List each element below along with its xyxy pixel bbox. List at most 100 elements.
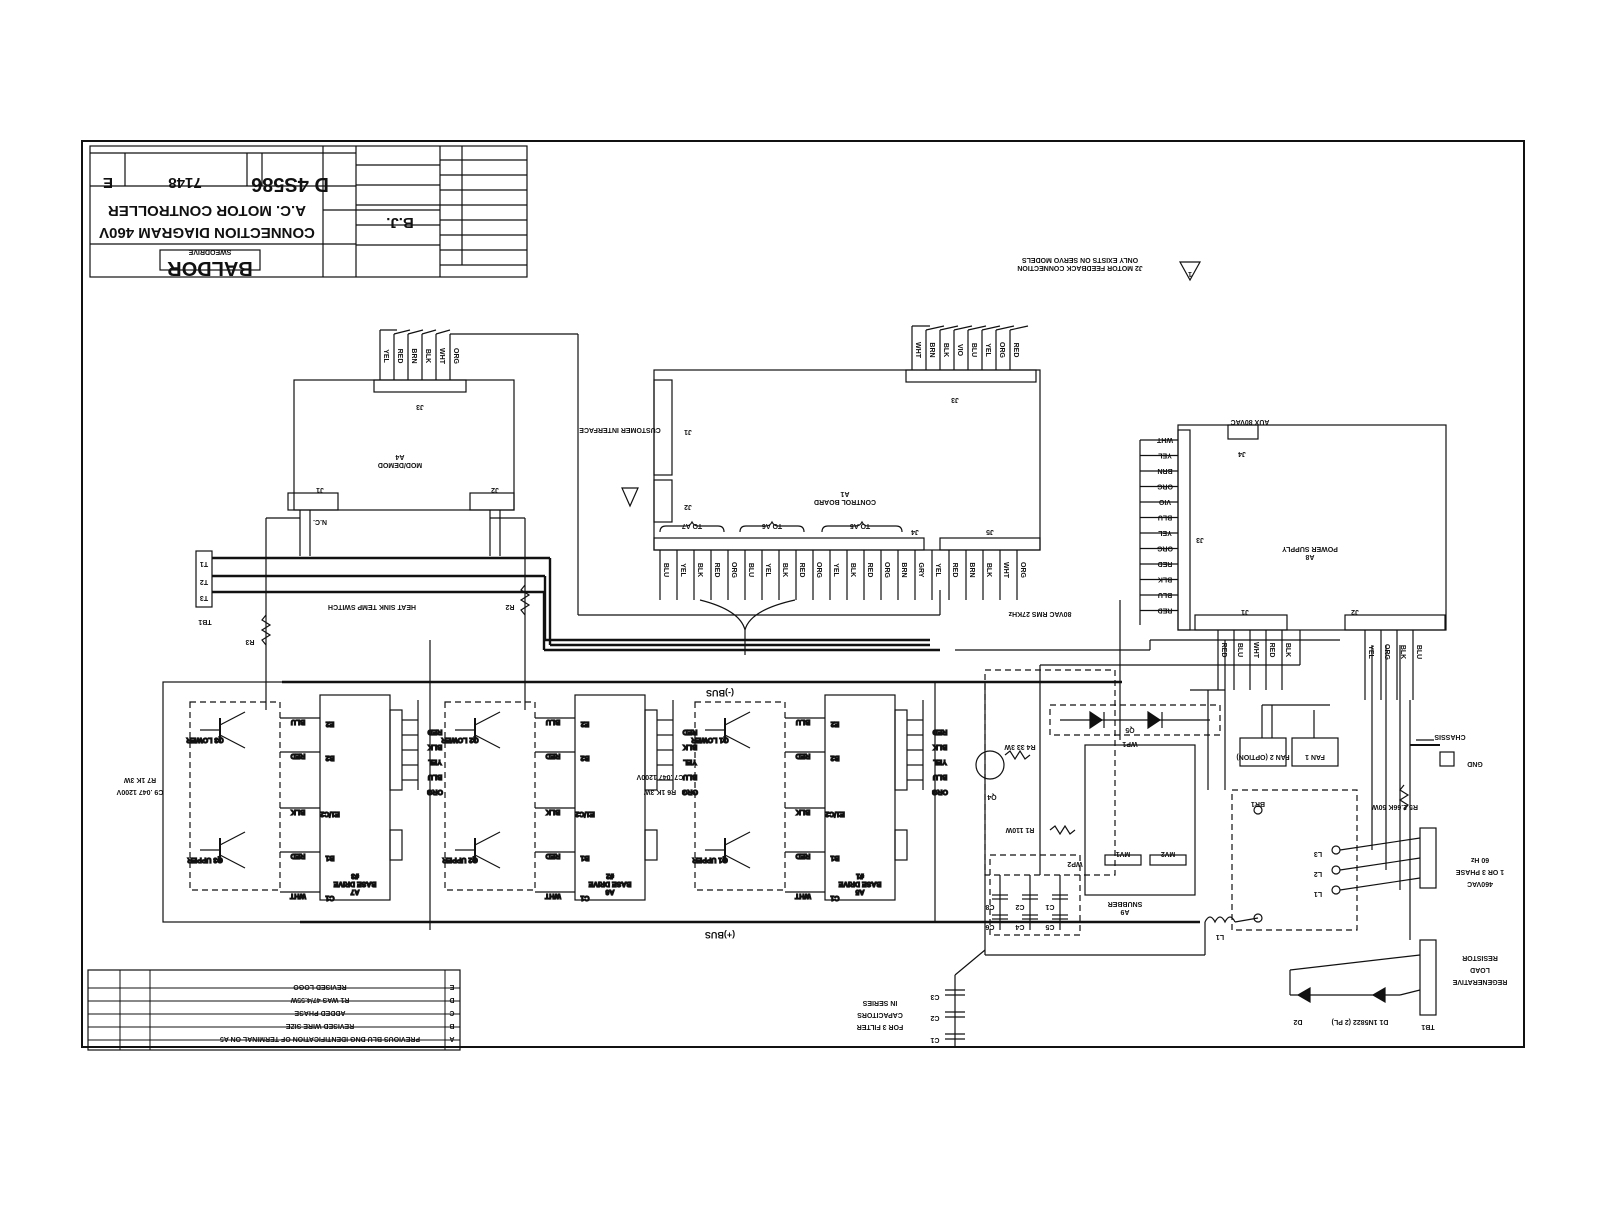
snubber-cap-label: C6 [985,923,994,930]
a8-j4-label: AUX 80VAC [1231,418,1270,425]
tb1-t1: T1 [200,560,208,567]
drive-q-upper: Q2 UPPER [442,856,477,863]
a1-j2: J2 [684,503,692,510]
a8-j3-wire-label: VIO [1158,498,1171,505]
filter-capacitors [945,949,986,1048]
a1-bottom-wire-label: ORG [815,562,822,579]
drive-q-lower: Q3 LOWER [186,736,223,743]
drive-j1-wire-label: BLK [428,743,442,750]
drive-pin-label: E1/C2 [825,810,845,817]
drive-j1-wire-label: ORG [426,788,443,795]
approval-signature: B.J. [386,214,414,231]
mv2-label: MV2 [1161,850,1176,857]
drive-q-lower: Q2 LOWER [441,736,478,743]
gnd-label: GND [1467,760,1483,767]
drive-q-lower: Q1 LOWER [691,736,728,743]
a8-power-supply [1177,424,1447,631]
r7-label: R7 1K 3W [123,776,156,783]
d1-label: D1 1N5822 (2 PL) [1332,1018,1389,1025]
drive-wire-label: RED [796,752,811,759]
line-in-1: 460VAC [1467,880,1493,887]
a8-j3-wire-label: BLU [1158,514,1172,521]
drive-j1-wire-label: ORG [681,788,698,795]
a1-bottom-wire-label: RED [713,563,720,578]
filter-note-1: FOR 3 FILTER [857,1023,904,1030]
drive-j1-wire-label: BLU [933,773,947,780]
a8-j3-wire-label: YEL [1157,452,1171,459]
fan-2-label: FAN 2 (OPTION) [1236,753,1289,760]
a8-j3-wire-label: BRN [1157,467,1172,474]
drive-num: #2 [606,872,614,879]
a8-j3-wire-label: BLK [1158,576,1172,583]
chassis-label: CHASSIS [1434,733,1465,740]
revision-description: REVISED WIRE SIZE [285,1022,354,1029]
snubber-region [984,669,1358,936]
note-number: 1 [1188,270,1192,277]
a8-j3-wire-label: BLU [1158,591,1172,598]
l1-label: L1 [1314,890,1322,897]
drive-j1-wire-label: BLK [933,743,947,750]
bus-minus-label: (-)BUS [706,688,734,698]
line-in-terminal [1419,827,1437,889]
a1-j3-wire-label: VIO [956,344,963,357]
a9-ref: A9 [1120,908,1129,915]
a1-bottom-wire-label: BLU [747,563,754,577]
snubber-cap-label: C1 [1045,903,1054,910]
drive-wire-label: BLK [796,808,810,815]
heat-sink-label: HEAT SINK TEMP SWITCH [328,603,416,610]
a1-bottom-wire-label: RED [951,563,958,578]
mv1-label: MV1 [1116,850,1131,857]
a1-bottom-wire-label: GRY [917,563,924,578]
drive-name: BASE DRIVE [333,880,376,887]
title-text: BALDOR SWEODRIVE CONNECTION DIAGRAM 460V… [99,173,414,279]
drive-pin-label: E2 [581,720,590,727]
drive-pin-label: B1 [830,854,839,861]
drive-q-upper: Q3 UPPER [187,856,222,863]
revision-letter-cell: D [449,996,454,1003]
drive-wire-label: BLK [546,808,560,815]
drive-wire-label: RED [291,852,306,859]
a8-j1-wire-label: BLK [1284,643,1291,657]
a4-j3-wire-label: BLK [424,349,431,363]
fan-1-label: FAN 1 [1305,753,1325,760]
tb1-left-terminal [195,550,213,608]
a1-j3-wire-label: RED [1012,343,1019,358]
revision-description: REVISED LOGO [293,983,347,990]
a4-ref: A4 [395,453,404,460]
drive-pin-label: B2 [580,754,589,761]
revision-letter-cell: B [449,1022,454,1029]
power-stage [162,680,1200,924]
r4-label: R4 33 3W [1004,743,1036,750]
a1-bottom-wires [659,550,1018,600]
title-block [89,145,528,278]
wp1-label: WP1 [1122,740,1137,747]
drive-wire-label: BLU [796,718,810,725]
revision-description: ADDED PHASE [294,1009,345,1016]
drive-j1-wire-label: ORG [931,788,948,795]
note-triangle-icon [621,487,639,508]
snubber-cap-label: C4 [1015,923,1024,930]
r1-label: R1 110W [1005,826,1034,833]
q4-label: Q4 [987,793,996,800]
filter-note-3: IN SERIES [862,999,897,1006]
drive-pin-label: C1 [830,894,839,901]
drive-j1-wire-label: BLU [683,773,697,780]
drawing-border [81,140,1525,1048]
l3-label: L3 [1314,850,1322,857]
a8-j3-wire-label: ORG [1156,545,1173,552]
a1-j3-wire-label: ORG [998,342,1005,359]
a8-j1-wire-label: WHT [1252,642,1259,659]
a4-name: MOD/DEMOD [378,461,422,468]
d2-label: D2 [1293,1018,1302,1025]
q5-label: Q5 [1125,726,1134,733]
regen-3: RESISTOR [1462,954,1498,961]
a1-bottom-wire-label: BRN [968,562,975,577]
drive-pin-label: C1 [580,894,589,901]
a1-bottom-wire-label: ORG [883,562,890,579]
a8-j2-wire-label: YEL [1367,645,1374,659]
regen-tb1-label: TB1 [1421,1023,1434,1030]
regen-tb1-terminal [1419,939,1437,1016]
